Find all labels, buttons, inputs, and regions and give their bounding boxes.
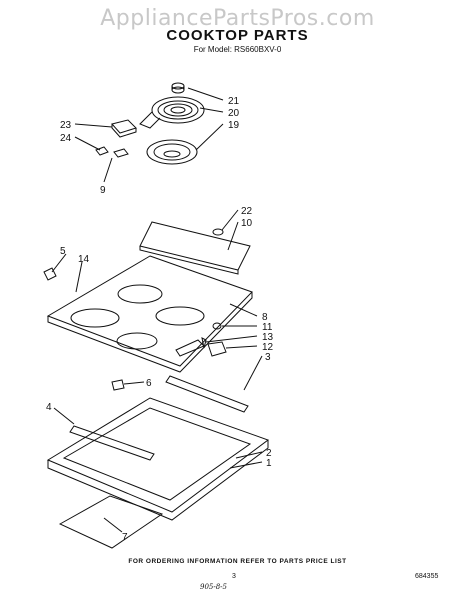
bracket: [165, 375, 249, 413]
part-13: [201, 337, 207, 349]
callout-13: 13: [262, 332, 274, 343]
callout-22: 22: [241, 206, 253, 217]
part-12-switch: [207, 341, 227, 357]
callout-10: 10: [241, 218, 253, 229]
callout-23: 23: [60, 120, 72, 131]
callout-14: 14: [78, 254, 90, 265]
callout-12: 12: [262, 342, 274, 353]
drip-bowl: [146, 139, 198, 165]
part-6: [111, 379, 125, 391]
model-line: For Model: RS660BXV-0: [193, 45, 282, 54]
page-title: COOKTOP PARTS: [166, 27, 309, 44]
callout-4: 4: [46, 402, 52, 413]
knob-22: [212, 228, 224, 236]
part-12-harness: [175, 339, 205, 357]
callout-1: 1: [266, 458, 272, 469]
handwritten-note: 905-8-5: [200, 583, 227, 591]
page-number: 3: [232, 573, 236, 580]
surface-element: [139, 96, 205, 129]
callout-6: 6: [146, 378, 152, 389]
callout-3: 3: [265, 352, 271, 363]
control-panel-strip: [139, 221, 251, 275]
callout-19: 19: [228, 120, 240, 131]
callout-8: 8: [262, 312, 268, 323]
callout-21: 21: [228, 96, 240, 107]
bottom-plate: [58, 495, 164, 549]
part-11: [212, 322, 222, 330]
callout-7: 7: [122, 532, 128, 543]
ordering-info: FOR ORDERING INFORMATION REFER TO PARTS …: [128, 558, 347, 565]
callout-24: 24: [60, 133, 72, 144]
support-bar: [69, 425, 155, 461]
part-5: [43, 267, 57, 281]
watermark: AppliancePartsPros.com: [100, 6, 375, 31]
terminal-block: [95, 119, 137, 158]
callout-5: 5: [60, 246, 66, 257]
callout-11: 11: [262, 322, 273, 333]
callout-9: 9: [100, 185, 106, 196]
burner-box: [46, 397, 270, 521]
cooktop-top: [46, 255, 253, 373]
callout-20: 20: [228, 108, 240, 119]
callout-2: 2: [266, 448, 272, 459]
document-number: 684355: [415, 573, 439, 580]
